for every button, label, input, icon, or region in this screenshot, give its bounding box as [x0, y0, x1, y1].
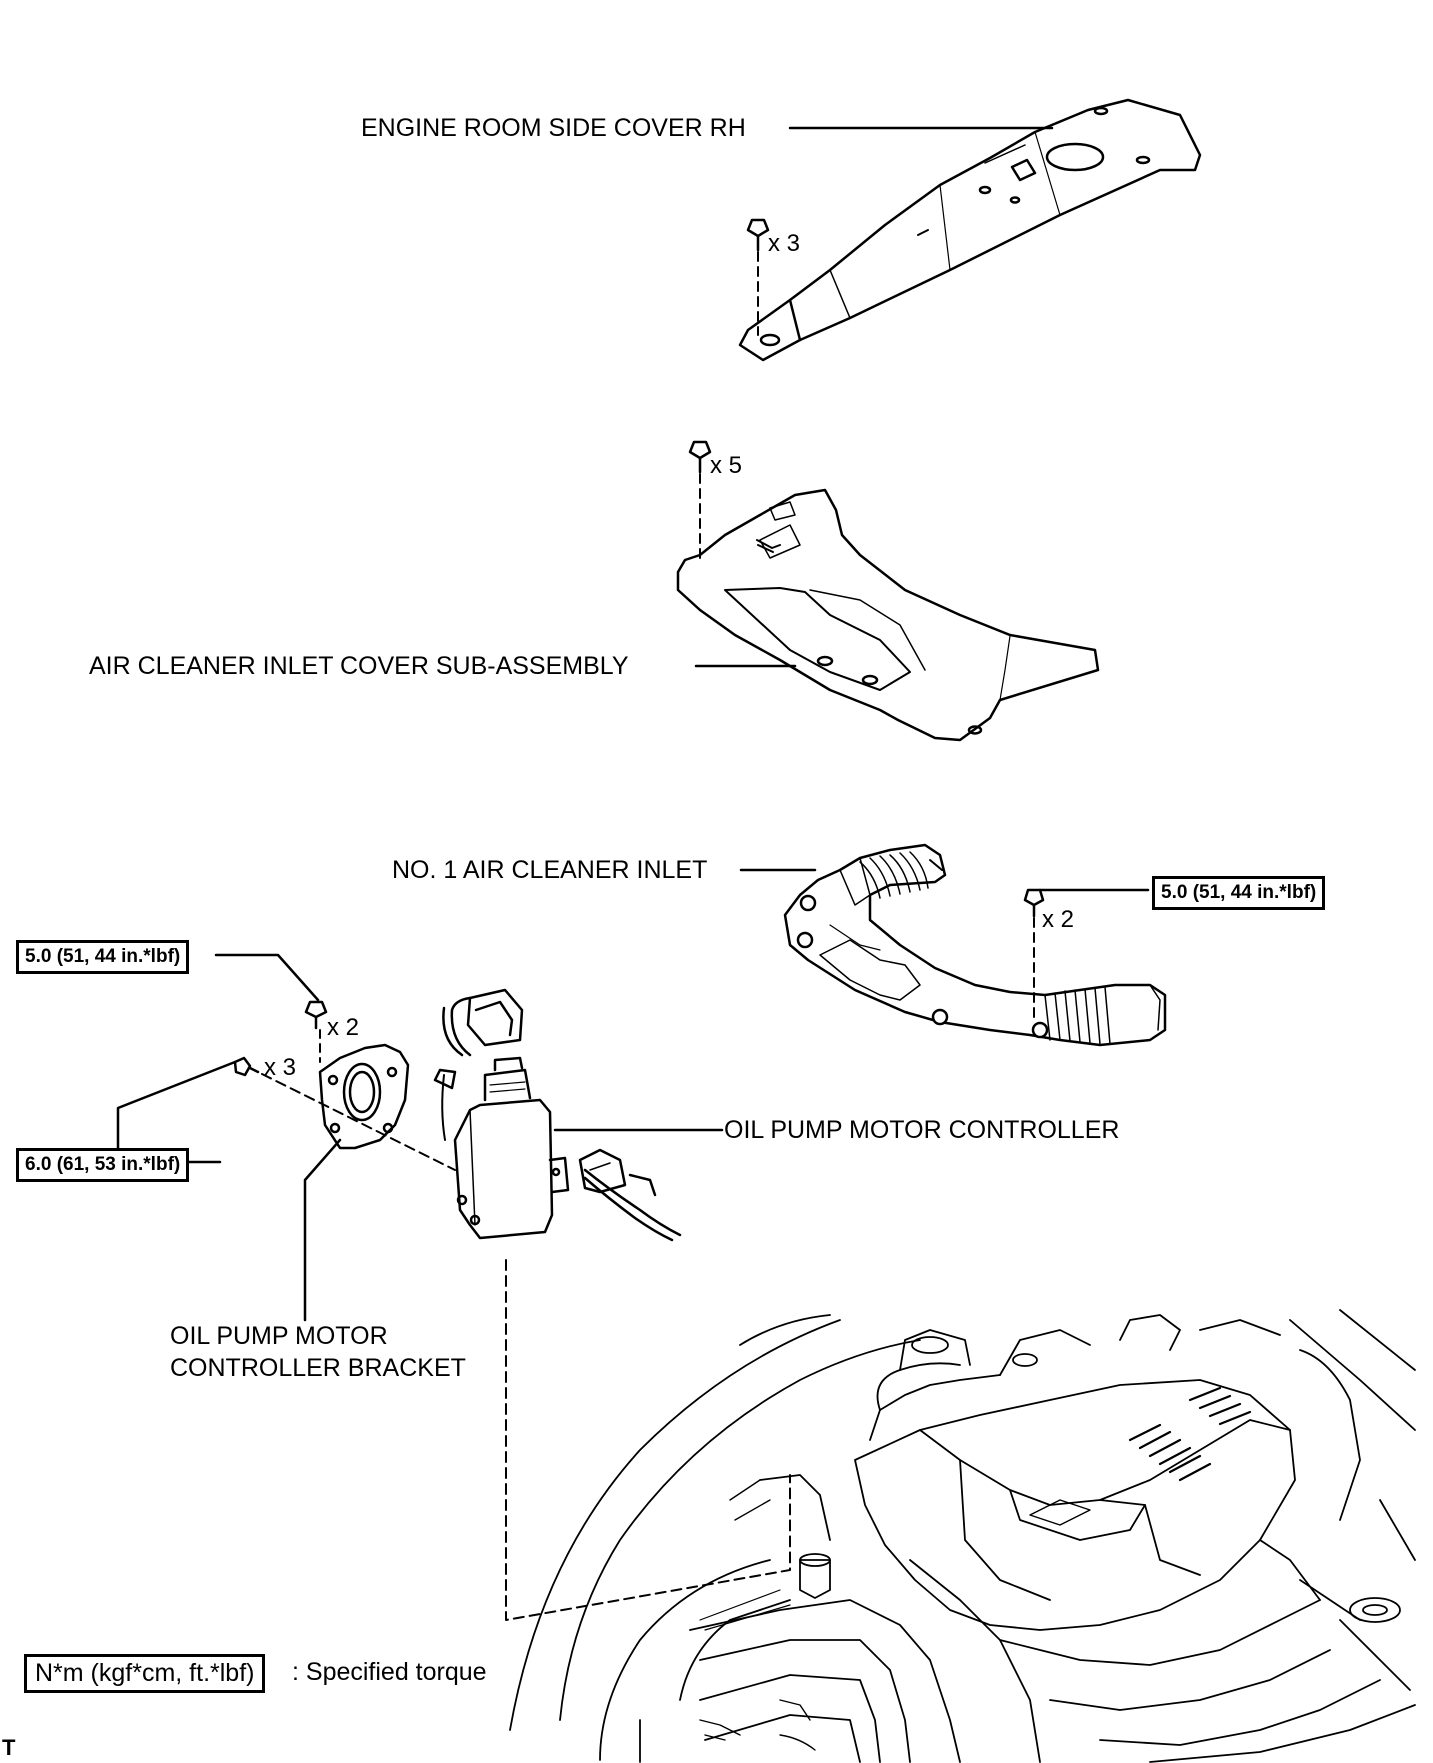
legend-unit-box: N*m (kgf*cm, ft.*lbf): [24, 1654, 266, 1693]
label-bracket-line1: OIL PUMP MOTOR: [170, 1322, 388, 1350]
engine-room-side-cover-drawing: [738, 98, 1202, 362]
bracket-side-torque-leader: [116, 1060, 237, 1164]
torque-bracket-side-bolt: 6.0 (61, 53 in.*lbf): [16, 1148, 190, 1182]
bracket-side-bolt-icon: [233, 1056, 456, 1171]
qty-inlet-bolts: x 2: [1042, 906, 1075, 933]
no1-air-cleaner-inlet-drawing: [783, 843, 1167, 1047]
side-cover-clip-icon: [746, 218, 770, 336]
corner-mark: T: [2, 1735, 16, 1760]
label-oil-pump-motor-controller: OIL PUMP MOTOR CONTROLLER: [724, 1116, 1120, 1144]
label-air-cleaner-inlet-cover: AIR CLEANER INLET COVER SUB-ASSEMBLY: [89, 652, 629, 680]
bracket-top-torque-leader: [214, 953, 320, 1002]
qty-bracket-top-bolts: x 2: [327, 1014, 360, 1041]
qty-inlet-cover-clips: x 5: [710, 452, 743, 479]
bracket-leader: [303, 1138, 342, 1322]
controller-location-line: [505, 1259, 791, 1621]
engine-bay-drawing: [509, 1309, 1416, 1763]
label-engine-room-side-cover: ENGINE ROOM SIDE COVER RH: [361, 114, 746, 142]
qty-side-cover-clips: x 3: [768, 230, 801, 257]
torque-inlet-bolt: 5.0 (51, 44 in.*lbf): [1152, 876, 1326, 910]
label-no1-air-cleaner-inlet: NO. 1 AIR CLEANER INLET: [392, 856, 708, 884]
torque-bracket-top-bolt: 5.0 (51, 44 in.*lbf): [16, 940, 190, 974]
oil-pump-motor-controller-drawing: [453, 1056, 570, 1240]
legend-description: : Specified torque: [292, 1658, 487, 1686]
air-cleaner-inlet-cover-drawing: [676, 488, 1100, 742]
inlet-cover-clip-icon: [688, 440, 712, 561]
bracket-top-bolt-icon: [304, 1000, 328, 1063]
qty-bracket-side-bolts: x 3: [264, 1054, 297, 1081]
controller-bracket-drawing: [318, 1043, 410, 1150]
label-bracket-line2: CONTROLLER BRACKET: [170, 1354, 466, 1382]
controller-wire-harness-drawing: [433, 988, 682, 1242]
inlet-bolt-icon: [1023, 888, 1045, 1021]
